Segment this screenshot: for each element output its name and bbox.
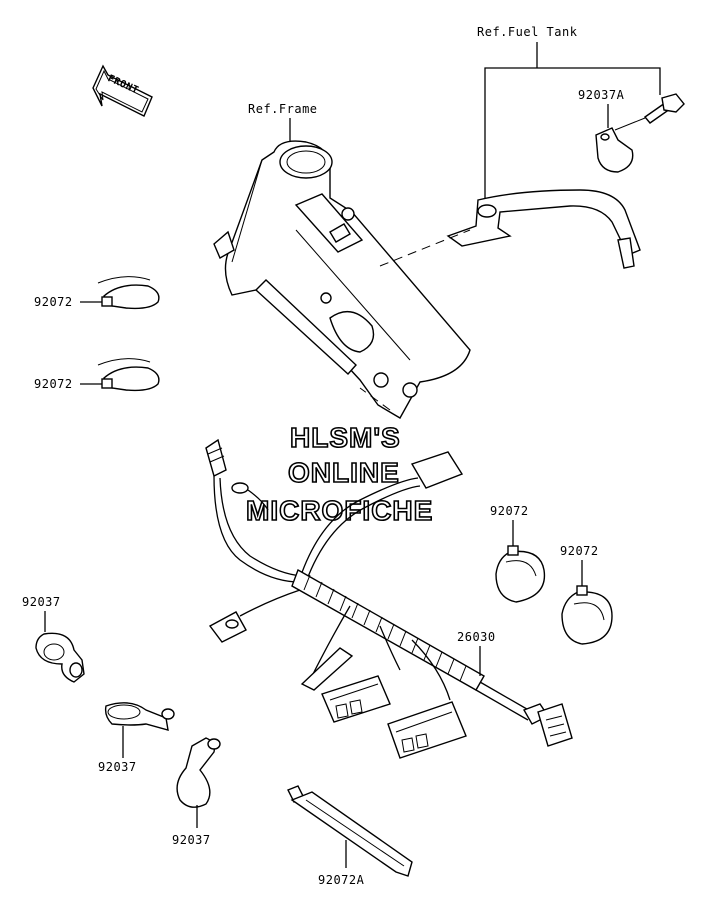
clip-92037A <box>595 127 634 173</box>
frame-part <box>213 140 471 419</box>
part-label-92072A: 92072A <box>318 873 365 887</box>
ref-fuel-tank-label: Ref.Fuel Tank <box>477 25 578 39</box>
clamp-92037-a <box>35 632 85 683</box>
wiring-harness-26030 <box>205 438 573 759</box>
cable-tie-92072-mid-left <box>97 358 160 392</box>
bolt-92037A <box>643 93 685 124</box>
part-label-92037-b: 92037 <box>98 760 137 774</box>
ref-fuel-tank-bracket <box>484 67 661 205</box>
part-label-92037A: 92037A <box>578 88 625 102</box>
part-label-92072-top-left: 92072 <box>34 295 73 309</box>
part-label-92072-right-a: 92072 <box>490 504 529 518</box>
cable-tie-92072-right-b <box>561 585 613 645</box>
fuel-tank-bracket <box>446 189 641 269</box>
ref-frame-label: Ref.Frame <box>248 102 318 116</box>
watermark-line-3: MICROFICHE <box>246 495 433 526</box>
watermark-line-2: ONLINE <box>288 457 400 488</box>
part-label-92072-mid-left: 92072 <box>34 377 73 391</box>
part-label-92037-a: 92037 <box>22 595 61 609</box>
frame-ref-dashline <box>379 229 471 267</box>
cable-tie-92072A <box>287 785 413 877</box>
clamp-92037-b <box>104 702 175 731</box>
part-label-92072-right-b: 92072 <box>560 544 599 558</box>
watermark-line-1: HLSM'S <box>290 422 401 453</box>
cable-tie-92072-right-a <box>495 545 546 603</box>
watermark: HLSM'S ONLINE MICROFICHE <box>245 421 433 527</box>
part-label-92037-c: 92037 <box>172 833 211 847</box>
part-label-26030: 26030 <box>457 630 496 644</box>
cable-tie-92072-top-left <box>97 276 160 310</box>
front-arrow-icon: FRONT <box>92 64 153 117</box>
clamp-92037-c <box>176 737 221 808</box>
